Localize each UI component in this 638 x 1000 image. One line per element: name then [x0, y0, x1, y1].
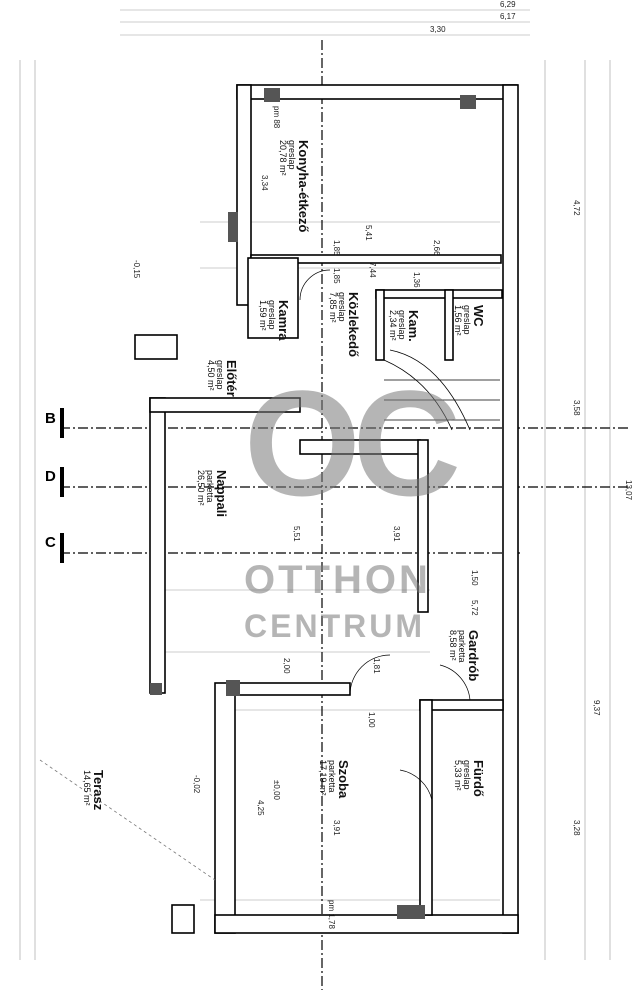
columns: [150, 88, 476, 919]
dim-label: 5,41: [364, 225, 373, 241]
watermark-line2: CENTRUM: [244, 608, 425, 644]
dim-label: 4,25: [256, 800, 265, 816]
dim-label: 2,66: [432, 240, 441, 256]
watermark-logo: OC: [244, 359, 461, 527]
stairs: [383, 349, 500, 431]
dim-label: 3,91: [332, 820, 341, 836]
dimension-lines: [19, 9, 611, 960]
dim-label: 1,81: [372, 658, 381, 674]
dim-label: ±0,00: [272, 780, 281, 800]
dim-label: pm 88: [272, 106, 281, 129]
walls: [134, 84, 519, 934]
dim-label: 4,72: [572, 200, 581, 216]
dim-label: 3,34: [260, 175, 269, 191]
section-marker-b: B: [45, 410, 56, 427]
dim-label: 6,17: [500, 12, 516, 21]
dim-label: 2,00: [282, 658, 291, 674]
dim-label: -0,15: [132, 260, 141, 279]
dim-label: 3,28: [572, 820, 581, 836]
dim-label: 5,72: [470, 600, 479, 616]
watermark-line1: OTTHON: [244, 558, 431, 602]
dim-label: 1,36: [412, 272, 421, 288]
dim-label: 1,85: [332, 240, 341, 256]
dim-label: 6,29: [500, 0, 516, 9]
dim-label: 3,91: [392, 526, 401, 542]
dim-label: 9,37: [592, 700, 601, 716]
section-markers: [60, 408, 64, 563]
dim-label: 3,30: [430, 25, 446, 34]
doors: [299, 269, 471, 801]
section-marker-c: C: [45, 534, 56, 551]
dim-label: 1,00: [367, 712, 376, 728]
section-marker-d: D: [45, 468, 56, 485]
dim-label: 5,51: [292, 526, 301, 542]
dim-label: -0,02: [192, 775, 201, 794]
dim-label: 3,58: [572, 400, 581, 416]
dim-label: 1,50: [470, 570, 479, 586]
dim-label: 13,07: [624, 480, 633, 501]
dim-label: 7,44: [368, 262, 377, 278]
terrace-hatch: [39, 759, 216, 881]
dim-label: pm 1,78: [327, 900, 336, 929]
dim-label: 1,85: [332, 268, 341, 284]
